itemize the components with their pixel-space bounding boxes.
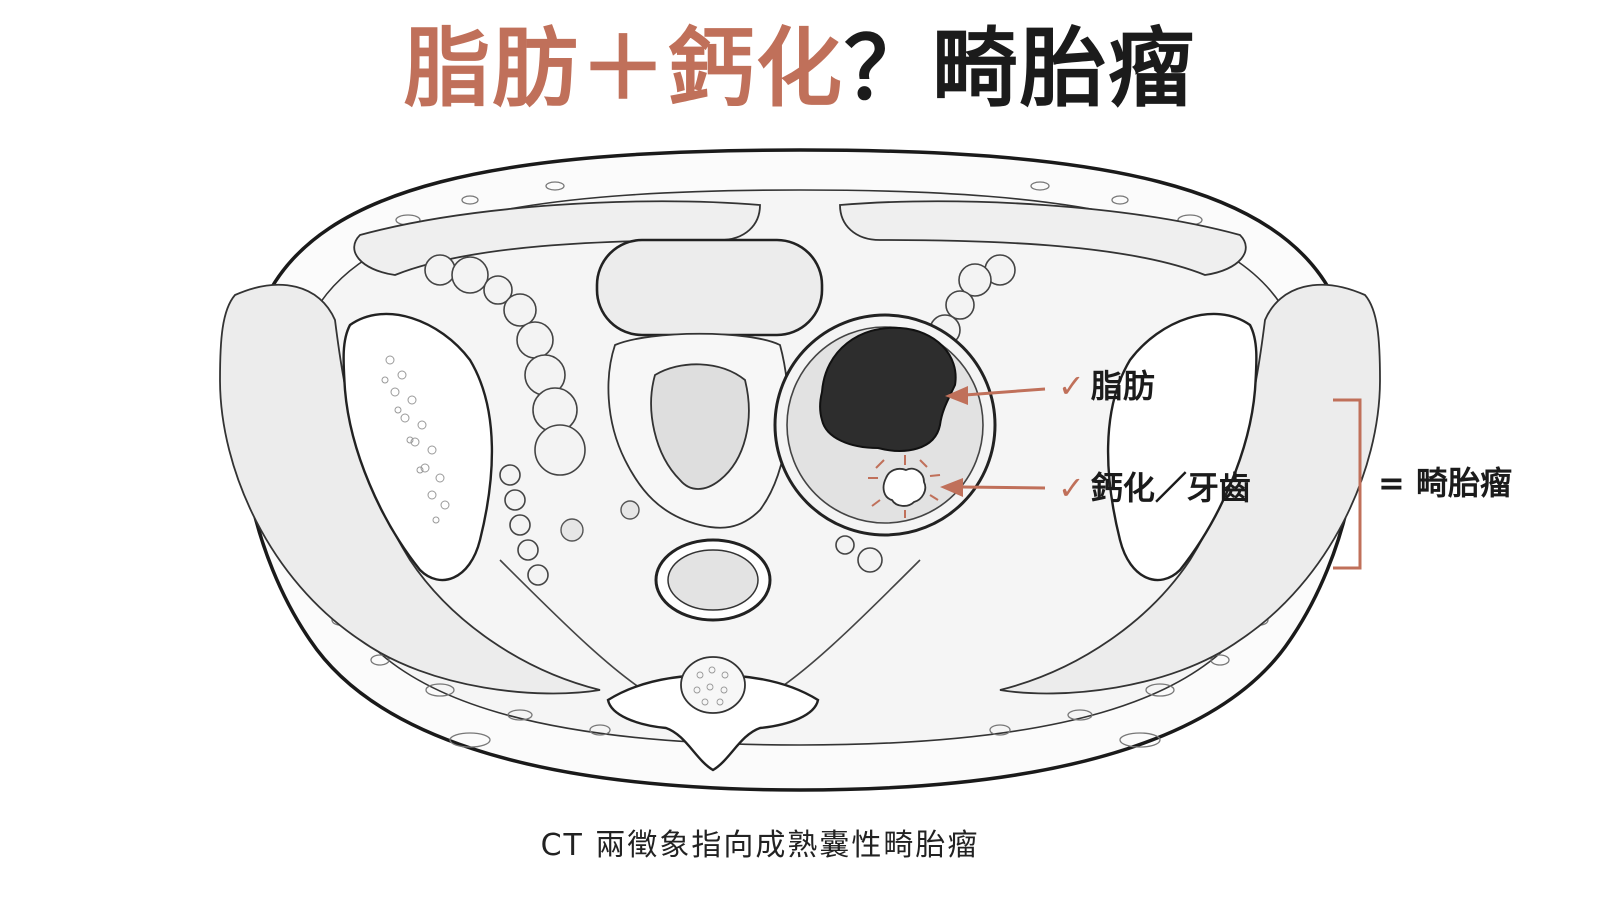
rectum-inner [667, 549, 759, 611]
lymph-node [560, 518, 584, 542]
title-question: ？ [844, 19, 932, 119]
title-plus: ＋ [580, 19, 668, 119]
calcification-arrow-head [940, 478, 963, 497]
bowel-loop [595, 238, 824, 337]
check-icon: ✓ [1058, 367, 1085, 405]
iliac-vessels-right [835, 254, 1016, 573]
callout-calcification: ✓鈣化／牙齒 [1058, 472, 1251, 504]
title-calcification: 鈣化 [668, 19, 844, 119]
result-bracket [1333, 398, 1362, 570]
rectus-muscle-right [839, 200, 1247, 276]
title-fat: 脂肪 [404, 19, 580, 119]
gluteal-muscle-left [219, 283, 601, 695]
sacral-trabeculae [693, 666, 729, 706]
callout-fat-label: 脂肪 [1090, 367, 1155, 405]
iliac-bone-right [1106, 312, 1258, 582]
result-label: = 畸胎瘤 [1378, 464, 1512, 502]
check-icon: ✓ [1058, 469, 1085, 507]
figure-caption: CT 兩徵象指向成熟囊性畸胎瘤 [540, 828, 980, 863]
iliac-bone-left [342, 312, 494, 582]
title-teratoma: 畸胎瘤 [932, 19, 1196, 119]
fat-arrow-line [964, 387, 1046, 397]
calcification-arrow-line [961, 485, 1046, 490]
bone-trabeculae [381, 355, 450, 524]
callout-calcification-label: 鈣化／牙齒 [1090, 469, 1251, 507]
callout-arrows [940, 386, 1046, 497]
iliac-vessels-left [424, 254, 586, 586]
lymph-node [620, 500, 640, 520]
callout-fat: ✓脂肪 [1058, 370, 1155, 402]
page-title: 脂肪＋鈣化？畸胎瘤 [0, 22, 1600, 117]
uterus-inner [650, 363, 750, 490]
sacral-body [680, 656, 746, 714]
teratoma-fat-component [819, 326, 957, 452]
gluteal-muscle-right [999, 283, 1381, 695]
fat-arrow-head [945, 386, 968, 405]
teratoma-calcification [882, 467, 927, 507]
calcification-rays [868, 455, 941, 518]
